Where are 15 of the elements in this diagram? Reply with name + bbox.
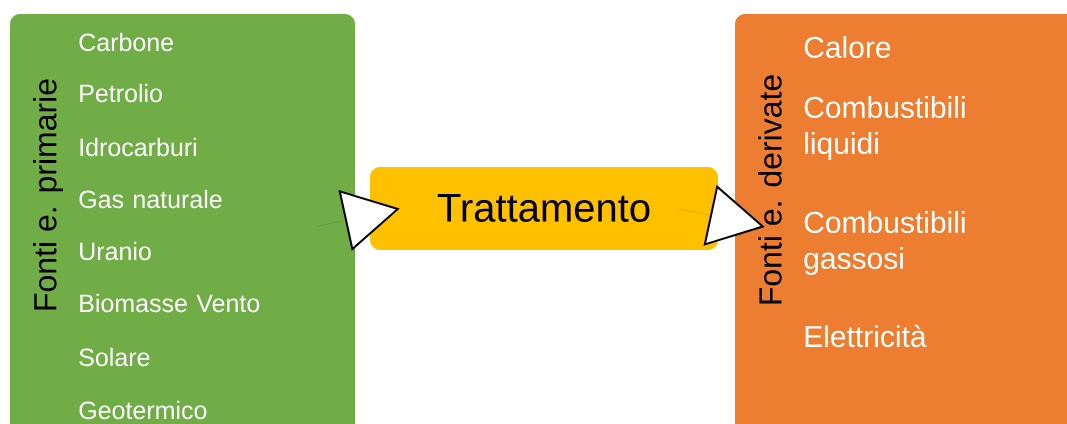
list-item: Uranio xyxy=(80,241,151,261)
list-item: Trattamento xyxy=(437,194,650,222)
heading: Fonti e. derivate xyxy=(758,75,782,304)
list-item: Carbone xyxy=(79,32,173,52)
heading: Fonti e. primarie xyxy=(33,79,63,310)
list-item: Gas naturale xyxy=(79,189,222,209)
list-item: Solare xyxy=(79,347,150,367)
list-item: Biomasse Vento xyxy=(80,293,260,313)
list-item: Combustibili gassosi xyxy=(804,211,965,275)
list-item: Idrocarburi xyxy=(80,137,196,157)
list-item: Calore xyxy=(804,36,891,58)
list-item: Combustibili liquidi xyxy=(804,96,965,160)
list-item: Petrolio xyxy=(80,83,162,103)
list-item: Elettricità xyxy=(805,324,927,348)
list-item: Geotermico xyxy=(79,400,207,420)
